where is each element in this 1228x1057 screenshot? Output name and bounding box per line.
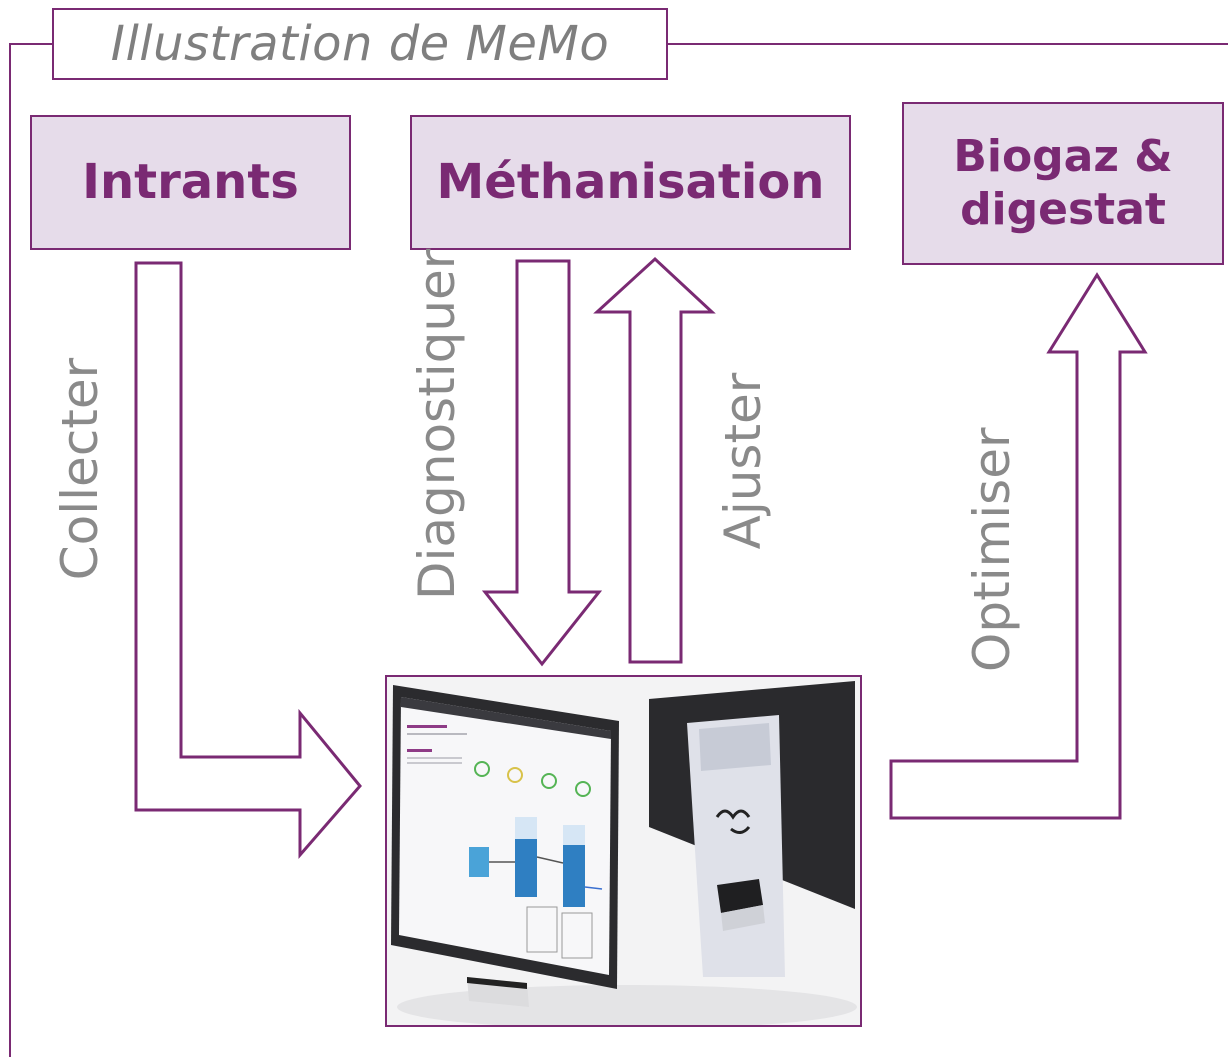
optimiser-arrow [889,272,1148,820]
title-box: Illustration de MeMo [52,8,668,80]
optimiser-label: Optimiser [963,427,1021,672]
collecter-label: Collecter [51,357,109,581]
diagnostiquer-label: Diagnostiquer [408,248,466,600]
methanisation-box: Méthanisation [410,115,851,250]
methanisation-label: Méthanisation [436,153,825,210]
ajuster-label: Ajuster [714,372,772,550]
memo-logo-icon [715,809,751,834]
intrants-box: Intrants [30,115,351,250]
collecter-arrow [134,261,362,860]
memo-device-picture [385,675,862,1027]
diagnostiquer-arrow [481,259,603,667]
biogaz-label-line1: Biogaz & [953,130,1173,182]
biogaz-digestat-box: Biogaz & digestat [902,102,1224,265]
monitor-icon [391,685,619,1007]
ajuster-arrow [593,256,716,664]
diagram-title: Illustration de MeMo [110,16,610,72]
intrants-label: Intrants [82,153,299,210]
biogaz-label-line2: digestat [960,183,1166,235]
memo-device-icon [391,681,857,1025]
